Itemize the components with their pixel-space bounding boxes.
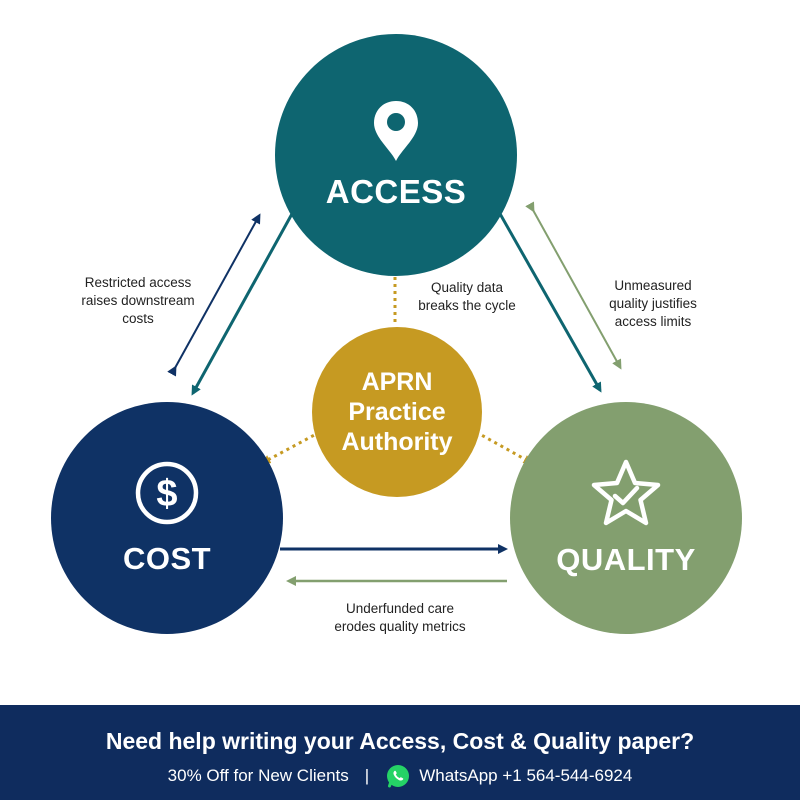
arrow-quality-access xyxy=(525,201,622,370)
annotation-line: Underfunded care xyxy=(345,601,455,616)
annotation-line: Restricted access xyxy=(84,275,192,290)
annotation-quality-cost: Underfunded care erodes quality metrics xyxy=(300,600,500,636)
access-label: ACCESS xyxy=(325,173,467,210)
arrow-access-to-cost xyxy=(191,211,295,396)
aprn-practice-authority-node: APRN Practice Authority xyxy=(312,327,482,497)
annotation-quality-access: Unmeasured quality justifies access limi… xyxy=(578,277,728,331)
arrows-layer xyxy=(167,201,622,586)
offer-text: 30% Off for New Clients xyxy=(167,766,349,785)
annotation-line: Unmeasured xyxy=(614,278,692,293)
quality-node: QUALITY xyxy=(510,402,742,634)
separator: | xyxy=(364,766,370,785)
banner-subline: 30% Off for New Clients | WhatsApp +1 56… xyxy=(0,763,800,789)
annotation-line: quality justifies xyxy=(609,296,697,311)
contact-text: WhatsApp +1 564-544-6924 xyxy=(419,766,633,785)
annotation-line: costs xyxy=(122,311,154,326)
annotation-center-access: Quality data breaks the cycle xyxy=(408,279,526,315)
annotation-line: raises downstream xyxy=(81,293,195,308)
annotation-line: Quality data xyxy=(430,280,504,295)
dotted-arrow-center-to-quality xyxy=(475,430,533,464)
annotation-line: breaks the cycle xyxy=(418,298,516,313)
center-line-2: Practice xyxy=(348,398,446,426)
dollar-icon: $ xyxy=(135,461,199,525)
star-check-icon xyxy=(591,459,661,526)
cost-label: COST xyxy=(122,541,212,576)
annotation-line: erodes quality metrics xyxy=(334,619,466,634)
cost-node: $ COST xyxy=(51,402,283,634)
annotation-line: access limits xyxy=(614,314,692,329)
banner-headline: Need help writing your Access, Cost & Qu… xyxy=(105,728,695,754)
annotation-cost-access: Restricted access raises downstream cost… xyxy=(58,274,218,328)
promo-banner: Need help writing your Access, Cost & Qu… xyxy=(0,705,800,800)
center-line-3: Authority xyxy=(341,428,453,456)
whatsapp-icon xyxy=(387,765,410,788)
center-label: APRN Practice Authority xyxy=(341,367,452,457)
quality-label: QUALITY xyxy=(556,542,696,577)
access-node: ACCESS xyxy=(275,34,517,276)
center-line-1: APRN xyxy=(361,368,433,396)
dotted-arrow-center-to-cost xyxy=(261,430,321,464)
svg-text:$: $ xyxy=(156,473,177,515)
map-pin-icon xyxy=(374,101,418,161)
cycle-diagram: ACCESS $ COST QUALITY APRN Practice Auth… xyxy=(51,34,742,636)
arrow-cost-to-access xyxy=(167,213,261,377)
